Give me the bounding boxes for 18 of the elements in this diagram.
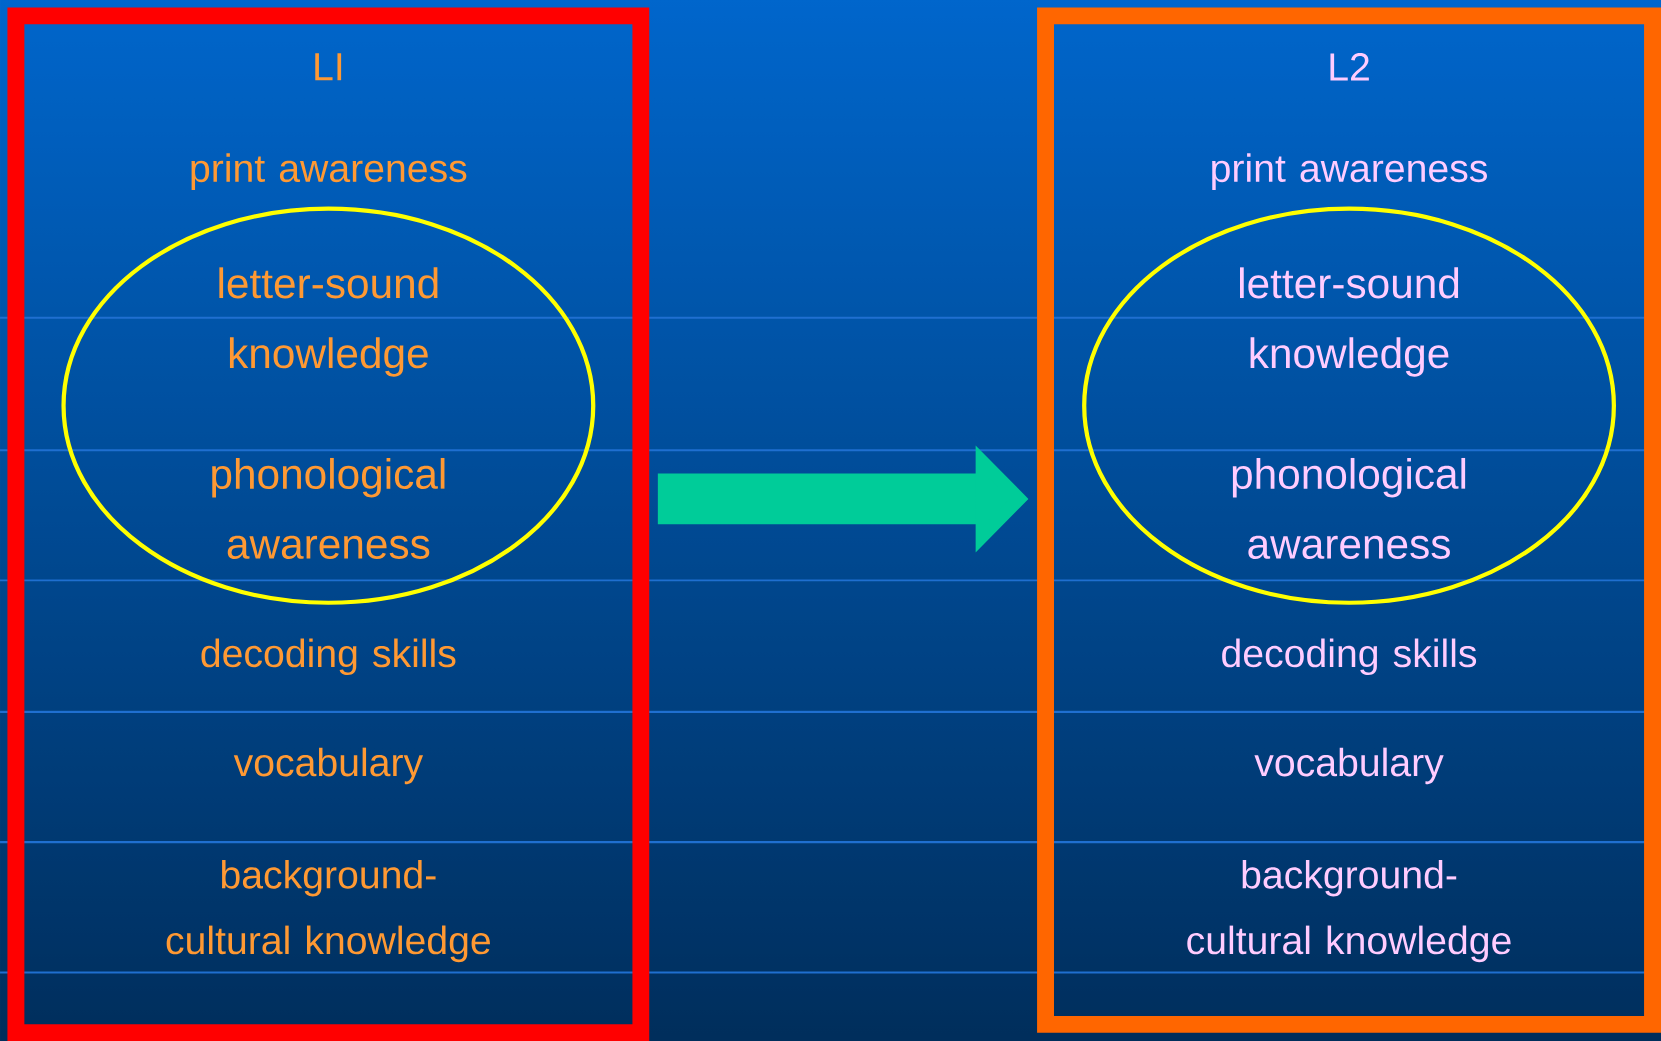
skill-label: background-cultural knowledge — [166, 859, 490, 962]
ellipse — [1082, 206, 1616, 605]
skill-label: decoding skills — [201, 638, 456, 675]
skill-label: vocabulary — [1254, 747, 1444, 784]
skill-label: decoding skills — [1222, 638, 1477, 675]
box-title: L2 — [1330, 52, 1369, 81]
ellipse — [61, 206, 596, 605]
skill-label: letter-sound knowledge — [1240, 267, 1459, 377]
skill-label: vocabulary — [233, 747, 424, 784]
skill-label: background-cultural knowledge — [1187, 859, 1511, 962]
box-title: LI — [315, 53, 342, 81]
skill-label: phonological awareness — [1232, 457, 1466, 559]
skill-label: print awareness — [191, 153, 467, 190]
panel-box — [1037, 7, 1661, 1033]
skill-label: phonological awareness — [212, 457, 445, 559]
skill-label: print awareness — [1212, 153, 1487, 190]
skill-label: letter-sound knowledge — [219, 267, 438, 377]
panel-box — [7, 7, 650, 1041]
